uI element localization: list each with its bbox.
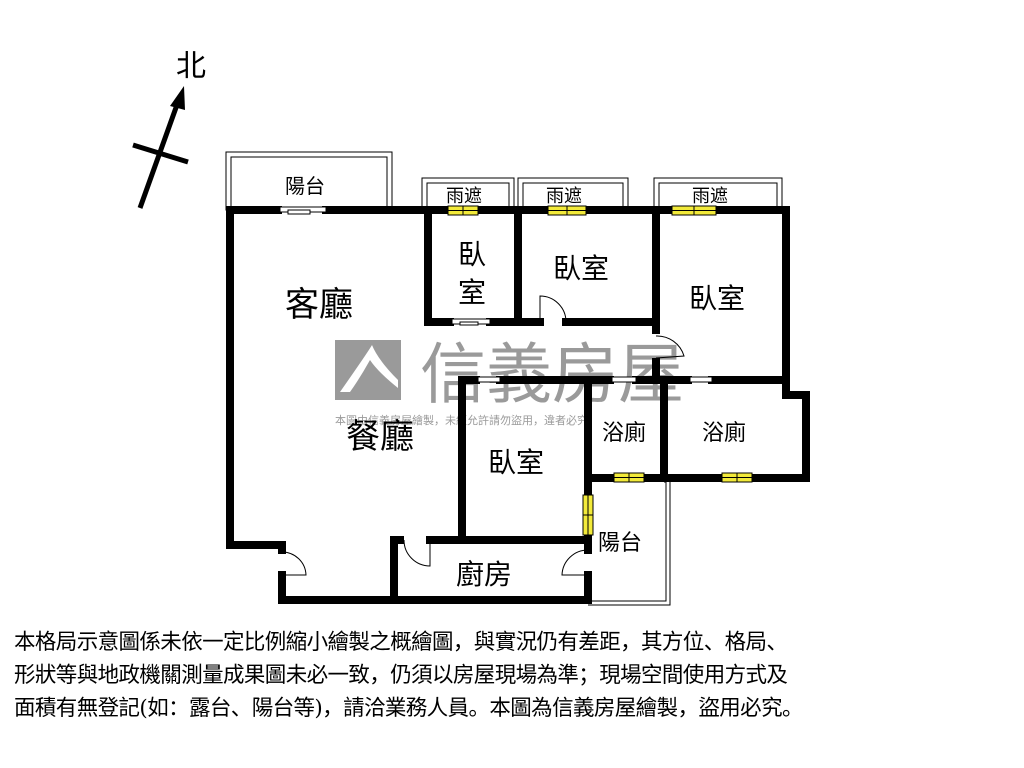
label-bedroom-small-1: 臥 — [458, 238, 486, 271]
label-rain-shelter-3: 雨遮 — [692, 186, 728, 207]
windows — [447, 205, 753, 536]
disclaimer-line: 形狀等與地政機關測量成果圖未必一致，仍須以房屋現場為準；現場空間使用方式及 — [14, 663, 788, 688]
floor-plan: 信義房屋 本圖由信義房屋繪製，未經允許請勿盜用，違者必究 — [132, 49, 810, 606]
walls — [226, 206, 810, 604]
label-living-room: 客廳 — [285, 285, 353, 325]
sliding-doors — [279, 206, 713, 383]
label-bathroom-1: 浴廁 — [602, 421, 646, 446]
label-rain-shelter-1: 雨遮 — [446, 186, 482, 207]
label-rain-shelter-2: 雨遮 — [546, 186, 582, 207]
label-dining-room: 餐廳 — [346, 417, 414, 457]
label-balcony-top: 陽台 — [285, 174, 325, 198]
north-compass: 北 — [132, 49, 206, 209]
label-bedroom-3: 臥室 — [689, 282, 745, 315]
label-bedroom-small-2: 室 — [458, 276, 486, 309]
label-bedroom-4: 臥室 — [488, 446, 544, 479]
swing-doors — [281, 295, 685, 576]
outdoor-outlines — [225, 151, 783, 606]
label-kitchen: 廚房 — [456, 558, 512, 591]
disclaimer-line: 本格局示意圖係未依一定比例縮小繪製之概繪圖，與實況仍有差距，其方位、格局、 — [14, 630, 788, 655]
disclaimer-line: 面積有無登記(如：露台、陽台等)，請洽業務人員。本圖為信義房屋繪製，盜用必究。 — [14, 696, 803, 721]
disclaimer-text: 本格局示意圖係未依一定比例縮小繪製之概繪圖，與實況仍有差距，其方位、格局、 形狀… — [14, 626, 1014, 725]
north-label: 北 — [176, 49, 206, 84]
room-labels: 陽台 雨遮 雨遮 雨遮 客廳 臥 室 臥室 臥室 餐廳 臥室 浴廁 浴廁 陽台 … — [285, 174, 746, 591]
label-balcony-side: 陽台 — [598, 531, 642, 556]
label-bathroom-2: 浴廁 — [702, 421, 746, 446]
label-bedroom-2: 臥室 — [553, 252, 609, 285]
